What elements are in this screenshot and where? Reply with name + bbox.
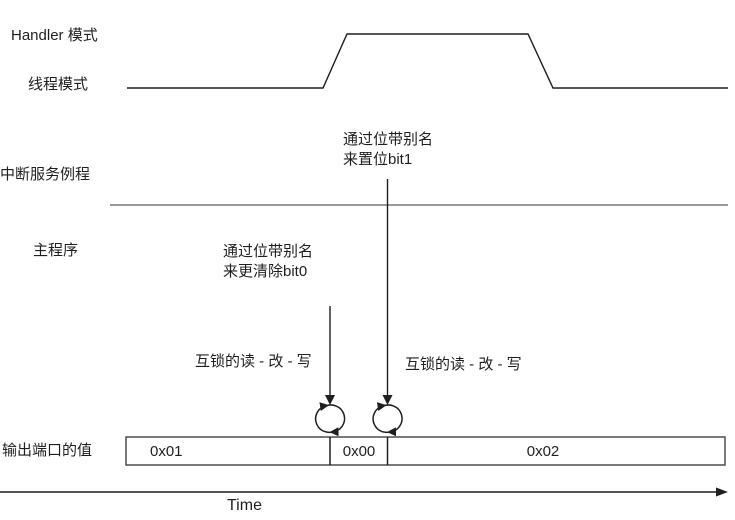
clear-bit0-annotation-line1: 通过位带别名	[223, 243, 314, 260]
rmw-label-left: 互锁的读 - 改 - 写	[195, 353, 312, 370]
mode-waveform	[127, 33, 728, 89]
clear-bit0-annotation-line2: 来更清除bit0	[223, 263, 308, 280]
set-bit1-annotation: 通过位带别名 来置位bit1	[343, 130, 433, 170]
output-value-3: 0x02	[526, 443, 560, 460]
main-program-label: 主程序	[33, 242, 79, 259]
clear-bit0-annotation: 通过位带别名 来更清除bit0	[223, 242, 313, 282]
rmw-label-right: 互锁的读 - 改 - 写	[405, 356, 522, 373]
set-bit1-arrowhead-icon	[382, 395, 393, 405]
output-value-box	[125, 436, 726, 466]
clear-bit0-arrowhead-icon	[325, 395, 335, 405]
time-axis-label: Time	[227, 497, 262, 514]
handler-mode-label: Handler 模式	[11, 27, 98, 44]
set-bit1-annotation-line1: 通过位带别名	[343, 131, 434, 148]
read-modify-write-cycle-icon-left	[314, 402, 346, 437]
output-port-label: 输出端口的值	[2, 442, 93, 459]
thread-mode-label: 线程模式	[28, 76, 89, 93]
output-value-1: 0x01	[150, 443, 183, 460]
output-value-2: 0x00	[342, 443, 376, 460]
isr-label: 中断服务例程	[0, 166, 91, 183]
read-modify-write-cycle-icon-right	[372, 402, 403, 437]
time-axis-arrowhead-icon	[716, 487, 728, 497]
set-bit1-annotation-line2: 来置位bit1	[343, 151, 413, 168]
